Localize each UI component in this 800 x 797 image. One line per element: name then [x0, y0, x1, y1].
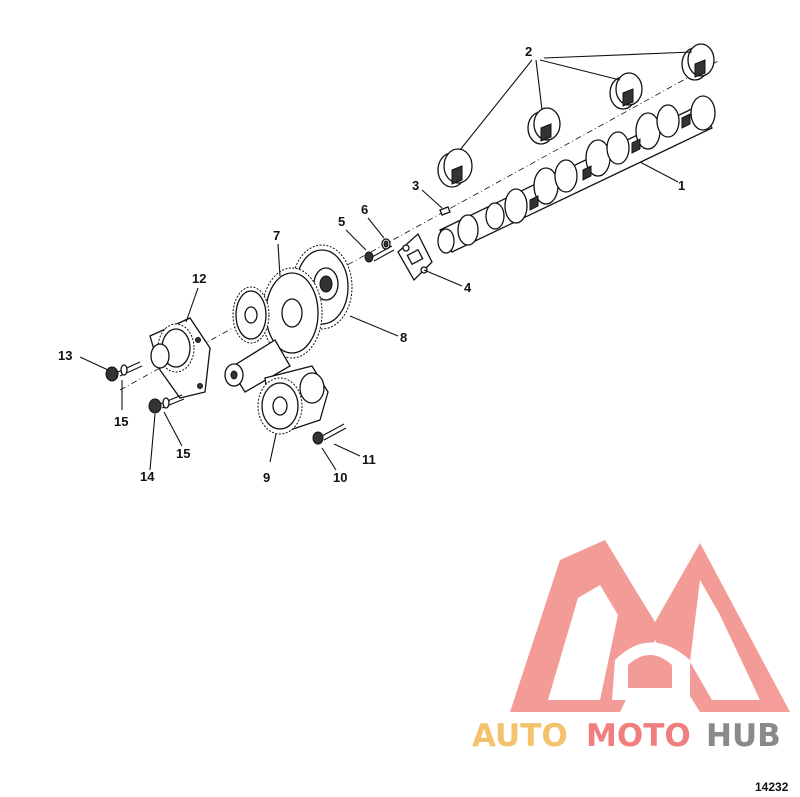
idler-gear [261, 267, 323, 359]
axis-center-line [119, 59, 721, 391]
callout-13: 13 [58, 348, 72, 363]
thrust-plate [397, 232, 433, 282]
watermark-hub: HUB [706, 718, 781, 754]
leader-lines [79, 51, 693, 471]
camshaft [437, 95, 716, 254]
callout-2: 2 [525, 44, 532, 59]
bolt-10 [312, 423, 347, 445]
figure-number: 14232 [755, 780, 789, 794]
callout-labels: 2 1 3 4 5 6 7 8 9 10 11 12 13 14 15 15 [58, 44, 685, 485]
camshaft-bearing-2 [527, 107, 561, 145]
callout-15-left: 15 [114, 414, 128, 429]
camshaft-bearing-1 [437, 148, 473, 188]
woodruff-key [439, 206, 451, 216]
callout-11: 11 [362, 452, 376, 467]
callout-3: 3 [412, 178, 419, 193]
callout-12: 12 [192, 271, 206, 286]
small-drive-gear [232, 286, 270, 344]
watermark-logo [510, 540, 790, 712]
callout-15-right: 15 [176, 446, 190, 461]
lower-gear-assembly [257, 365, 329, 435]
watermark-moto: MOTO [586, 718, 691, 754]
bolt-13 [105, 361, 143, 382]
callout-10: 10 [333, 470, 347, 485]
watermark-auto: AUTO [472, 718, 568, 754]
bolt-14 [148, 394, 185, 414]
callout-8: 8 [400, 330, 407, 345]
callout-1: 1 [678, 178, 685, 193]
watermark-text: AUTO MOTO HUB [472, 718, 781, 754]
callout-5: 5 [338, 214, 345, 229]
camshaft-bearing-4 [681, 43, 715, 81]
callout-9: 9 [263, 470, 270, 485]
callout-4: 4 [464, 280, 472, 295]
washer-6 [381, 238, 391, 250]
callout-6: 6 [361, 202, 368, 217]
camshaft-bearing-3 [609, 72, 643, 110]
bolt-5 [364, 245, 395, 263]
gear-shaft [224, 339, 291, 393]
callout-14: 14 [140, 469, 155, 484]
callout-7: 7 [273, 228, 280, 243]
front-cover-pump [149, 317, 211, 399]
